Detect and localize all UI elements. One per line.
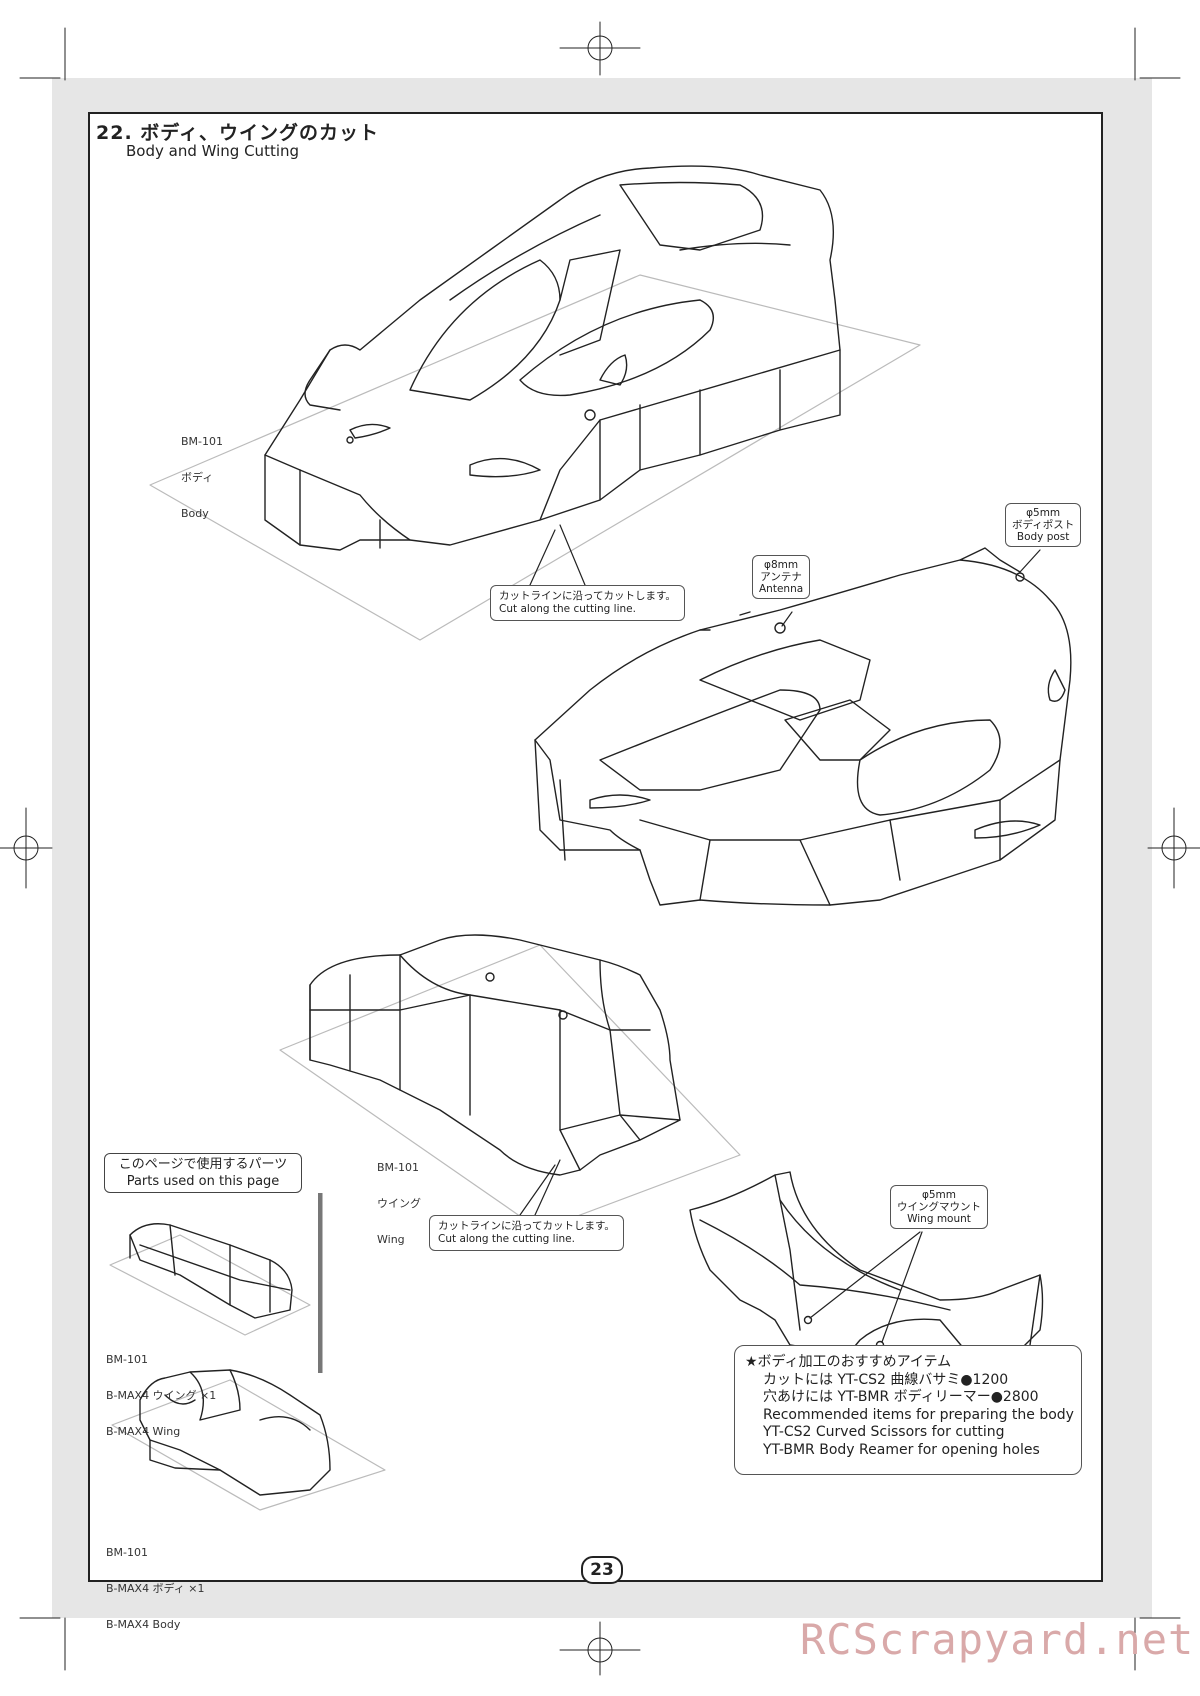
page-number: 23	[581, 1556, 623, 1584]
wing-mount-callout: φ5mm ウイングマウント Wing mount	[890, 1185, 988, 1229]
parts-body-thumbnail	[111, 1369, 386, 1511]
body-part-name-jp: ボディ	[181, 471, 214, 484]
recommended-heading: ★ボディ加工のおすすめアイテム	[745, 1354, 952, 1370]
wing-part-label: BM-101 ウイング Wing	[377, 1138, 421, 1258]
watermark-text: RCScrapyard.net	[800, 1615, 1195, 1664]
wing-part-number: BM-101	[377, 1161, 420, 1174]
wing-cut-callout: カットラインに沿ってカットします。 Cut along the cutting …	[429, 1215, 624, 1251]
body-part-label: BM-101 ボディ Body	[181, 412, 223, 532]
body-illustration-rear	[534, 547, 1072, 906]
parts-divider-bar	[318, 1193, 323, 1373]
body-part-name-en: Body	[181, 507, 209, 520]
antenna-size: φ8mm	[764, 559, 799, 571]
body-post-callout: φ5mm ボディポスト Body post	[1005, 503, 1082, 547]
body-post-en: Body post	[1016, 531, 1070, 543]
antenna-jp: アンテナ	[760, 571, 802, 583]
parts-wing-number: BM-101	[106, 1353, 149, 1366]
recommended-reamer-jp: 穴あけには YT-BMR ボディリーマー●2800	[763, 1389, 1039, 1405]
recommended-reamer-en: YT-BMR Body Reamer for opening holes	[763, 1441, 1040, 1458]
body-illustration-top	[149, 165, 921, 641]
body-post-size: φ5mm	[1026, 507, 1061, 519]
parts-wing-thumbnail	[109, 1223, 311, 1336]
wing-cut-en: Cut along the cutting line.	[438, 1233, 575, 1245]
wing-part-name-en: Wing	[377, 1233, 405, 1246]
parts-wing-label: BM-101 B-MAX4 ウイング ×1 B-MAX4 Wing	[106, 1330, 216, 1450]
wing-mount-en: Wing mount	[907, 1213, 971, 1225]
wing-mount-size: φ5mm	[921, 1189, 957, 1201]
antenna-en: Antenna	[759, 583, 804, 595]
parts-used-header: このページで使用するパーツ Parts used on this page	[104, 1153, 302, 1193]
parts-body-name-en: B-MAX4 Body	[106, 1618, 181, 1631]
parts-body-name-jp: B-MAX4 ボディ ×1	[106, 1582, 205, 1595]
parts-used-title-en: Parts used on this page	[126, 1174, 280, 1189]
recommended-heading-en: Recommended items for preparing the body	[763, 1406, 1074, 1423]
step-title-jp: 22. ボディ、ウイングのカット	[96, 122, 379, 144]
wing-part-name-jp: ウイング	[377, 1197, 421, 1210]
body-cut-callout: カットラインに沿ってカットします。 Cut along the cutting …	[490, 585, 685, 621]
body-cut-en: Cut along the cutting line.	[499, 603, 636, 615]
antenna-callout: φ8mm アンテナ Antenna	[752, 555, 811, 599]
cut-wing-illustration	[689, 1171, 1044, 1361]
body-cut-jp: カットラインに沿ってカットします。	[499, 590, 676, 602]
parts-wing-name-jp: B-MAX4 ウイング ×1	[106, 1389, 217, 1402]
registration-marks	[0, 21, 1200, 1676]
body-part-number: BM-101	[181, 435, 224, 448]
recommended-scissors-en: YT-CS2 Curved Scissors for cutting	[763, 1424, 1005, 1440]
wing-mount-jp: ウイングマウント	[897, 1201, 981, 1213]
recommended-items-box: ★ボディ加工のおすすめアイテム カットには YT-CS2 曲線バサミ●1200 …	[734, 1345, 1082, 1475]
parts-body-label: BM-101 B-MAX4 ボディ ×1 B-MAX4 Body	[106, 1523, 205, 1643]
parts-wing-name-en: B-MAX4 Wing	[106, 1425, 181, 1438]
wing-illustration	[279, 934, 741, 1231]
parts-used-title-jp: このページで使用するパーツ	[118, 1157, 288, 1172]
page-frame	[88, 112, 1103, 1582]
parts-body-number: BM-101	[106, 1546, 149, 1559]
leader-lines	[519, 524, 1041, 1343]
recommended-scissors-jp: カットには YT-CS2 曲線バサミ●1200	[763, 1371, 1009, 1388]
wing-cut-jp: カットラインに沿ってカットします。	[438, 1220, 615, 1232]
step-title-en: Body and Wing Cutting	[126, 142, 300, 160]
body-post-jp: ボディポスト	[1012, 519, 1075, 531]
